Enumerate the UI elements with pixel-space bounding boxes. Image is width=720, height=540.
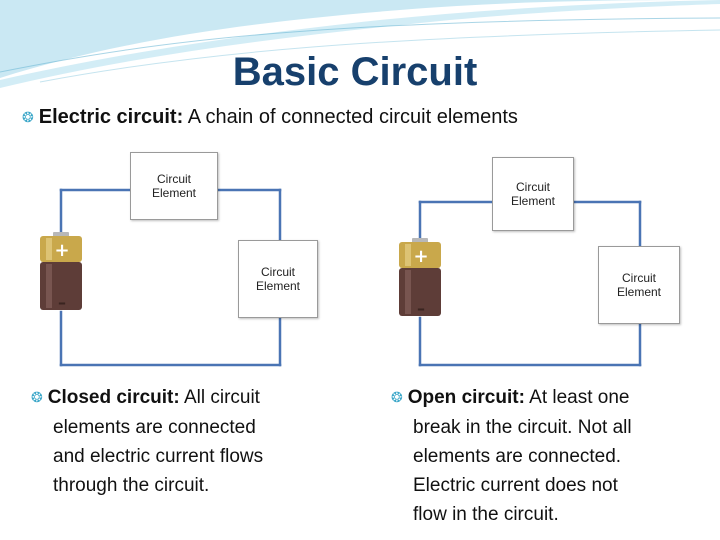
caption-line: elements are connected <box>53 417 256 438</box>
swoosh-band-dark <box>0 0 720 78</box>
battery-terminal <box>53 232 69 237</box>
open-circuit-caption: ❂Open circuit: At least one break in the… <box>391 383 716 529</box>
battery-terminal <box>412 238 428 243</box>
element-label-line2: Element <box>255 279 301 293</box>
element-label-line2: Element <box>616 285 662 299</box>
lead-term: Electric circuit: <box>38 106 184 128</box>
bullet-swirl-icon: ❂ <box>22 109 34 125</box>
circuit-element-label: Circuit Element <box>152 172 196 200</box>
circuit-element-box: Circuit Element <box>238 240 318 318</box>
battery-icon: + – <box>399 238 441 316</box>
lead-bullet: ❂Electric circuit: A chain of connected … <box>22 103 712 132</box>
element-label-line2: Element <box>151 186 197 200</box>
battery-top-shine <box>46 238 52 260</box>
caption-line: break in the circuit. Not all <box>413 417 632 438</box>
element-label-line2: Element <box>510 194 556 208</box>
battery-top-shine <box>405 244 411 266</box>
element-label-line1: Circuit <box>621 271 656 285</box>
bullet-swirl-icon: ❂ <box>391 389 403 405</box>
circuit-element-box: Circuit Element <box>598 246 680 324</box>
caption-line: elements are connected. <box>413 446 622 467</box>
battery-icon: + – <box>40 232 82 310</box>
bullet-swirl-icon: ❂ <box>31 389 43 405</box>
swoosh-line-1 <box>0 17 720 73</box>
element-label-line1: Circuit <box>260 265 295 279</box>
battery-body-shine <box>46 264 52 308</box>
battery-body-shine <box>405 270 411 314</box>
caption-first-line: ❂Open circuit: At least one <box>391 383 716 413</box>
element-label-line1: Circuit <box>156 172 191 186</box>
caption-term: Closed circuit: <box>47 387 180 408</box>
caption-first-line: ❂Closed circuit: All circuit <box>31 383 361 413</box>
caption-line: flow in the circuit. <box>413 504 559 525</box>
swoosh-line-2 <box>39 29 720 83</box>
circuit-element-box: Circuit Element <box>130 152 218 220</box>
open-circuit-wires <box>418 200 642 367</box>
battery-plus-label: + <box>413 246 428 267</box>
circuit-element-label: Circuit Element <box>256 265 300 293</box>
battery-plus-label: + <box>54 240 69 261</box>
caption-line: through the circuit. <box>53 475 210 496</box>
battery-minus-label: – <box>417 299 425 316</box>
circuit-element-box: Circuit Element <box>492 157 574 231</box>
caption-line: Electric current does not <box>413 475 618 496</box>
closed-circuit-wires <box>59 188 282 367</box>
caption-line: and electric current flows <box>53 446 264 467</box>
caption-term: Open circuit: <box>407 387 525 408</box>
circuit-element-label: Circuit Element <box>511 180 555 208</box>
page-title: Basic Circuit <box>232 50 478 94</box>
header-swoosh-decoration <box>0 0 720 88</box>
circuit-element-label: Circuit Element <box>617 271 661 299</box>
closed-circuit-caption: ❂Closed circuit: All circuit elements ar… <box>31 383 361 500</box>
caption-first-text: All circuit <box>183 387 260 408</box>
caption-first-text: At least one <box>529 387 630 408</box>
element-label-line1: Circuit <box>515 180 550 194</box>
lead-text: A chain of connected circuit elements <box>187 106 518 128</box>
battery-minus-label: – <box>58 293 66 310</box>
